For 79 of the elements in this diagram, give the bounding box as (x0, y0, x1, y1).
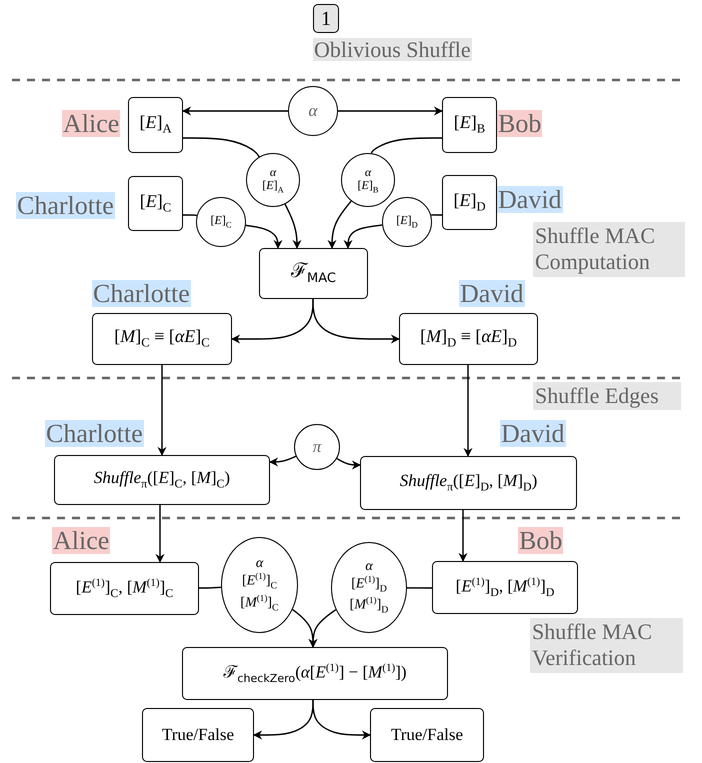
arrow (284, 204, 302, 249)
circle-node (246, 153, 300, 207)
process-box (313, 4, 339, 33)
party-label: Alice (52, 527, 110, 554)
formula-text: True/False (162, 726, 234, 744)
formula-text: Shuffle$_{π}$([E]$_{D}$, [M]$_{D}$) (400, 472, 538, 494)
process-box (399, 313, 538, 365)
formula-text: 1 (321, 8, 331, 30)
symbol-label: α (270, 166, 276, 179)
symbol-label: α (364, 166, 372, 179)
process-box (142, 708, 254, 762)
formula-text: α (308, 102, 318, 120)
formula-text: ℱ$_{checkZero}$(α[E$^{(1)}$] − [M$^{(1)}$]) (223, 662, 407, 686)
arrow (308, 609, 336, 648)
arrow (344, 224, 382, 249)
process-box (128, 97, 183, 153)
circle-node (341, 153, 395, 207)
party-label: David (497, 186, 563, 214)
formula-text: [M$^{(1)}$]$_{D}$ (350, 595, 388, 616)
formula-text: π (312, 438, 322, 456)
arrow (336, 458, 361, 470)
formula-text: [M$^{(1)}$]$_{C}$ (240, 592, 279, 614)
process-box (442, 97, 497, 153)
formula-text: [E]$_{D}$ (396, 214, 418, 230)
formula-text: [E]$_{C}$ (140, 192, 172, 216)
arrow (158, 365, 166, 456)
symbol-label: α (365, 558, 373, 574)
circle-node (294, 424, 340, 470)
process-box (50, 562, 199, 615)
arrow (464, 365, 472, 457)
formula-text: [E$^{(1)}$]$_{C}$ (242, 571, 278, 593)
party-label: Alice (62, 110, 120, 138)
symbol-label: α (256, 556, 264, 572)
formula-text: [E]$_{C}$ (210, 214, 232, 230)
process-box (432, 561, 578, 614)
formula-text: [E]$_{A}$ (139, 113, 172, 137)
party-label: Bob (497, 110, 542, 138)
section-label: Shuffle MAC Computation (533, 222, 685, 277)
circle-node (196, 197, 246, 247)
arrow (182, 106, 288, 116)
party-label: Oblivious Shuffle (313, 38, 472, 62)
formula-text: [M]$_{C}$ ≡ [αE]$_{C}$ (114, 327, 210, 351)
formula-text: [E$^{(1)}$]$_{D}$, [M$^{(1)}$]$_{D}$ (456, 576, 554, 600)
arrow (338, 106, 443, 116)
party-label: Charlotte (45, 420, 144, 448)
arrow (246, 224, 282, 249)
process-box (370, 708, 484, 762)
arrow (458, 510, 468, 562)
circle-node (382, 197, 432, 247)
party-label: David (500, 420, 566, 448)
party-label: David (459, 280, 525, 308)
arrow (156, 505, 164, 563)
formula-text: [E]$_{B}$ (454, 113, 486, 137)
process-box (360, 456, 577, 510)
formula-text: ℱ$_{MAC}$ (291, 260, 336, 287)
circle-node (288, 86, 338, 136)
formula-text: [E$^{(1)}$]$_{D}$ (351, 574, 387, 596)
formula-text: [E]$_{D}$ (453, 190, 486, 214)
process-box (92, 313, 232, 365)
process-box (128, 176, 183, 231)
process-box (182, 647, 448, 700)
formula-text: [E]$_{A}$ (262, 178, 284, 194)
party-label: Bob (518, 527, 564, 554)
section-label: Shuffle Edges (533, 382, 681, 410)
arrow (328, 200, 352, 249)
formula-text: [E$^{(1)}$]$_{C}$, [M$^{(1)}$]$_{C}$ (76, 576, 174, 600)
arrow (312, 299, 400, 344)
arrow (312, 700, 371, 740)
party-label: Charlotte (92, 280, 191, 308)
formula-text: Shuffle$_{π}$([E]$_{C}$, [M]$_{C}$) (94, 469, 230, 491)
formula-text: True/False (390, 726, 464, 744)
process-box (54, 455, 270, 505)
section-label: Shuffle MAC Verification (530, 618, 683, 673)
formula-text: [E]$_{B}$ (358, 178, 378, 194)
process-box (442, 175, 497, 230)
arrow (269, 456, 296, 466)
party-label: Charlotte (16, 192, 115, 220)
process-box (259, 248, 368, 299)
formula-text: [M]$_{D}$ ≡ [αE]$_{D}$ (420, 327, 517, 351)
